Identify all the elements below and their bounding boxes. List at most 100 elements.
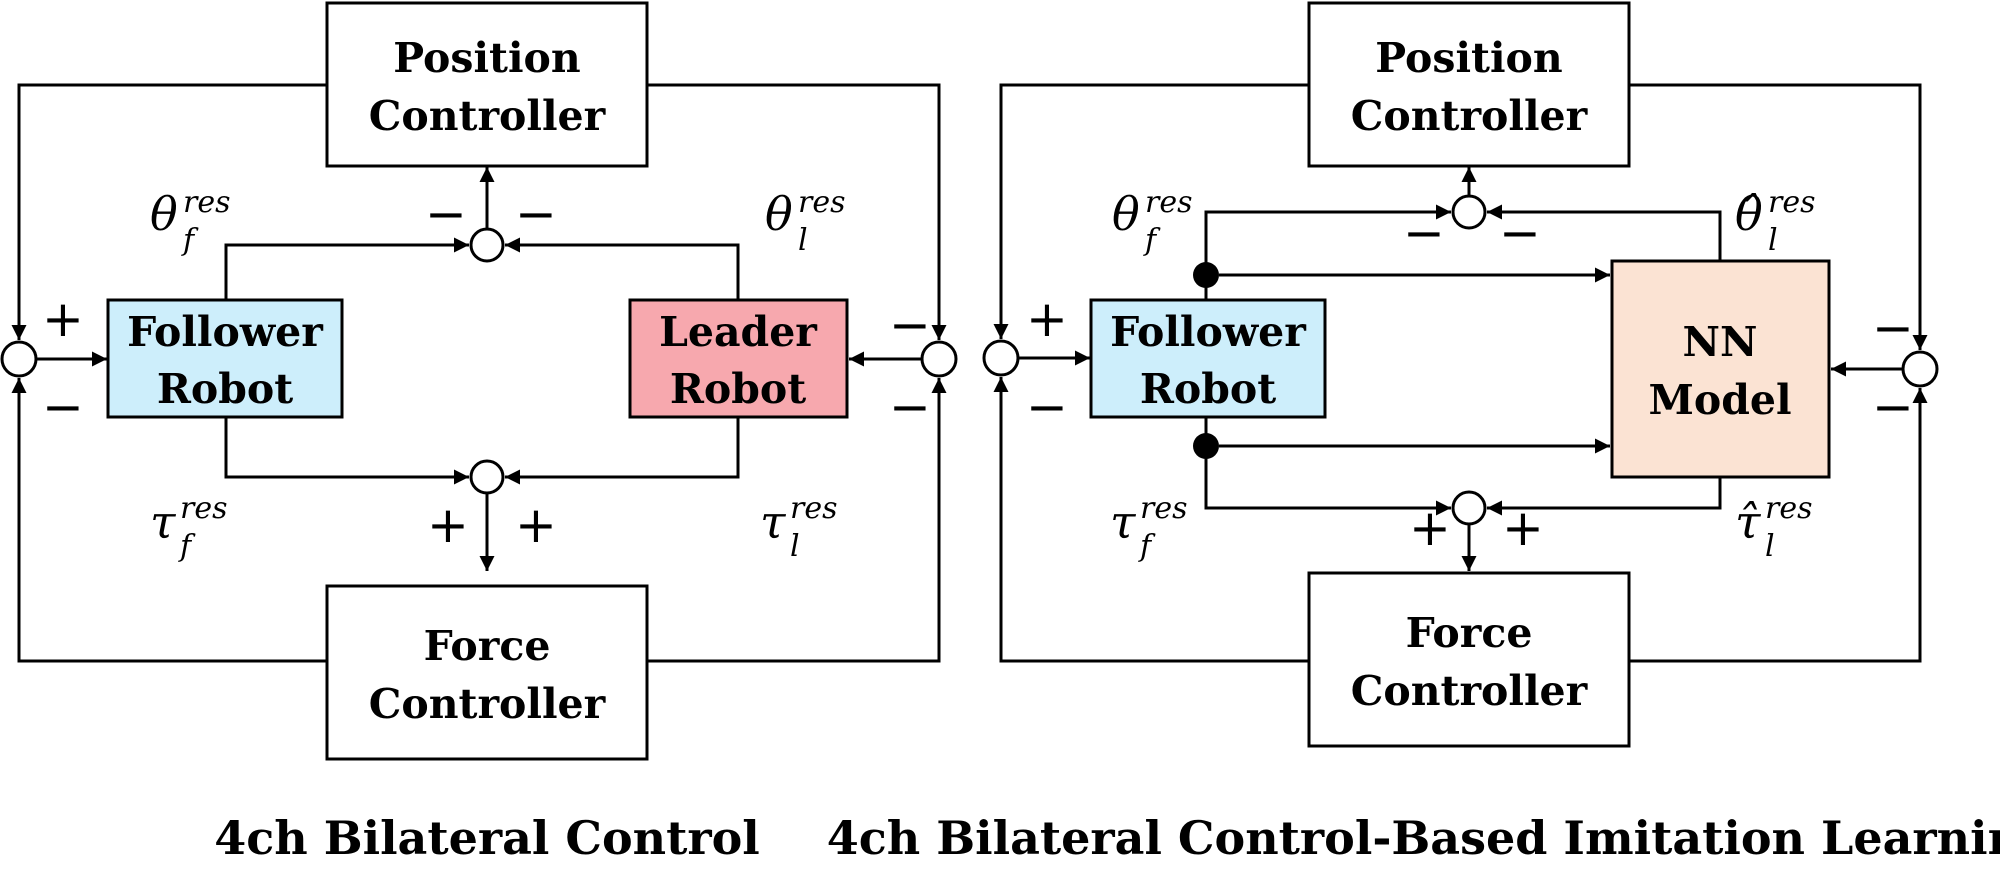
right-theta-f-label: θ res f bbox=[1112, 185, 1193, 258]
right-theta-l-hat-sub: l bbox=[1768, 223, 1778, 258]
left-follower-robot-box bbox=[106, 298, 344, 419]
left-tau-l-label: τ res l bbox=[760, 491, 838, 564]
left-theta-l-sub: l bbox=[798, 223, 808, 258]
right-position-controller: Position Controller bbox=[1307, 1, 1631, 168]
left-tau-l-wire bbox=[505, 417, 740, 485]
left-caption: 4ch Bilateral Control bbox=[214, 811, 760, 865]
left-leader-robot-line2: Robot bbox=[670, 365, 806, 413]
right-theta-l-hat-label: θ̂ res l bbox=[1735, 185, 1816, 258]
left-force-summing-junction bbox=[469, 459, 505, 495]
left-theta-f-label: θ res f bbox=[150, 185, 231, 258]
left-theta-l-sup: res bbox=[798, 185, 846, 220]
right-diagram: Position Controller Force Controller Fol… bbox=[827, 1, 2000, 865]
right-position-feedback-follower bbox=[993, 83, 1309, 339]
left-position-feedback-follower bbox=[11, 83, 327, 340]
left-position-controller-line1: Position bbox=[393, 34, 580, 82]
left-tau-f-sup: res bbox=[180, 491, 228, 526]
right-nn-model-line1: NN bbox=[1683, 318, 1758, 366]
left-leader-robot-line1: Leader bbox=[659, 308, 818, 356]
left-tau-l-base: τ bbox=[760, 495, 787, 549]
right-follower-robot-line1: Follower bbox=[1110, 308, 1307, 356]
right-tau-l-hat-label: τ̂ res l bbox=[1735, 491, 1813, 564]
left-position-controller-line2: Controller bbox=[369, 92, 607, 140]
left-leader-minus-1: − bbox=[889, 296, 931, 354]
left-theta-f-sub: f bbox=[181, 223, 199, 258]
left-tau-l-sup: res bbox=[790, 491, 838, 526]
right-force-feedback-nn bbox=[1629, 388, 1928, 663]
right-follower-summing-junction bbox=[982, 339, 1020, 377]
right-follower-robot-line2: Robot bbox=[1140, 365, 1276, 413]
right-tau-f-wire bbox=[1204, 417, 1451, 516]
left-theta-f-sup: res bbox=[183, 185, 231, 220]
right-theta-l-hat-base: θ̂ bbox=[1735, 187, 1763, 241]
right-position-controller-line1: Position bbox=[1375, 34, 1562, 82]
left-follower-robot-line1: Follower bbox=[127, 308, 324, 356]
left-theta-f-wire bbox=[224, 237, 469, 300]
right-theta-f-base: θ bbox=[1112, 187, 1140, 241]
left-force-plus-2: + bbox=[515, 496, 557, 554]
left-position-controller: Position Controller bbox=[325, 1, 649, 168]
right-nn-minus-1: − bbox=[1872, 299, 1914, 357]
right-pos-minus-1: − bbox=[1403, 204, 1445, 262]
left-theta-l-wire bbox=[505, 237, 740, 300]
left-follower-summing-junction bbox=[0, 340, 38, 378]
left-leader-robot: Leader Robot bbox=[628, 298, 849, 419]
left-position-feedback-leader bbox=[647, 83, 947, 340]
left-force-controller-line2: Controller bbox=[369, 680, 607, 728]
right-position-feedback-nn bbox=[1629, 83, 1928, 350]
left-tau-f-wire bbox=[224, 417, 469, 485]
right-force-controller: Force Controller bbox=[1307, 571, 1631, 748]
right-tau-l-hat-base: τ̂ bbox=[1735, 495, 1762, 549]
right-tau-l-hat-sub: l bbox=[1765, 529, 1775, 564]
right-force-controller-line2: Controller bbox=[1351, 667, 1589, 715]
left-force-feedback-follower bbox=[11, 378, 327, 663]
right-force-feedback-follower bbox=[993, 377, 1309, 663]
left-leader-robot-box bbox=[628, 298, 849, 419]
right-position-controller-line2: Controller bbox=[1351, 92, 1589, 140]
right-pos-minus-2: − bbox=[1499, 204, 1541, 262]
right-position-summing-junction bbox=[1451, 194, 1487, 230]
left-force-plus-1: + bbox=[427, 496, 469, 554]
right-nn-model: NN Model bbox=[1610, 259, 1831, 479]
right-follower-robot: Follower Robot bbox=[1089, 298, 1327, 419]
right-theta-f-wire bbox=[1204, 204, 1451, 300]
right-nn-model-box bbox=[1610, 259, 1831, 479]
left-force-controller-line1: Force bbox=[424, 622, 551, 670]
right-follower-minus: − bbox=[1026, 378, 1068, 436]
right-force-plus-1: + bbox=[1409, 499, 1451, 557]
left-follower-minus: − bbox=[42, 378, 84, 436]
right-force-summing-junction bbox=[1451, 490, 1487, 526]
right-tau-f-label: τ res f bbox=[1110, 491, 1188, 564]
right-tau-f-sub: f bbox=[1138, 529, 1156, 564]
left-force-feedback-leader bbox=[647, 378, 947, 663]
left-follower-robot-line2: Robot bbox=[157, 365, 293, 413]
right-tau-f-base: τ bbox=[1110, 495, 1137, 549]
left-tau-f-base: τ bbox=[150, 495, 177, 549]
right-theta-f-sup: res bbox=[1145, 185, 1193, 220]
right-force-plus-2: + bbox=[1502, 499, 1544, 557]
left-pos-minus-1: − bbox=[425, 185, 467, 243]
right-theta-l-hat-sup: res bbox=[1768, 185, 1816, 220]
left-follower-plus: + bbox=[42, 290, 84, 348]
left-diagram: Position Controller Force Controller Fol… bbox=[0, 1, 958, 865]
left-theta-l-base: θ bbox=[765, 187, 793, 241]
right-tau-f-sup: res bbox=[1140, 491, 1188, 526]
left-position-summing-junction bbox=[469, 227, 505, 263]
left-force-controller: Force Controller bbox=[325, 584, 649, 761]
left-tau-f-sub: f bbox=[178, 529, 196, 564]
left-leader-minus-2: − bbox=[889, 378, 931, 436]
left-tau-l-sub: l bbox=[790, 529, 800, 564]
right-nn-model-line2: Model bbox=[1648, 376, 1791, 424]
right-follower-robot-box bbox=[1089, 298, 1327, 419]
right-caption: 4ch Bilateral Control-Based Imitation Le… bbox=[827, 811, 2000, 865]
left-follower-robot: Follower Robot bbox=[106, 298, 344, 419]
right-nn-minus-2: − bbox=[1872, 378, 1914, 436]
left-tau-f-label: τ res f bbox=[150, 491, 228, 564]
right-follower-plus: + bbox=[1026, 290, 1068, 348]
right-theta-l-hat-wire bbox=[1487, 204, 1722, 261]
left-theta-l-label: θ res l bbox=[765, 185, 846, 258]
right-force-controller-line1: Force bbox=[1406, 609, 1533, 657]
left-pos-minus-2: − bbox=[515, 185, 557, 243]
